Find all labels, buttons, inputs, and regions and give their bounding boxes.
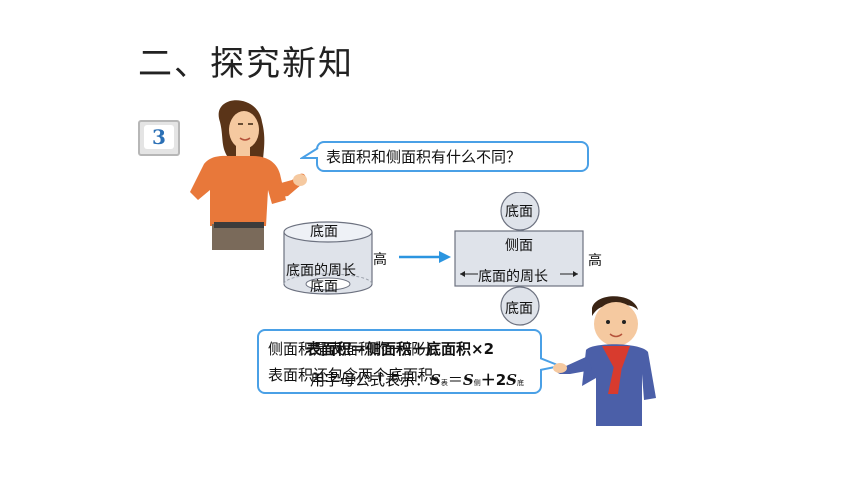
cylinder-bottom-label: 底面: [310, 279, 338, 295]
section-title: 二、探究新知: [138, 44, 354, 84]
letter-formula-prefix: 用字母公式表示：: [310, 371, 431, 389]
cylinder-side-label: 底面的周长: [286, 263, 356, 279]
answer-line-2: 表面积还包含两个底面积。: [268, 366, 449, 384]
formula-sub-side: 侧: [473, 379, 481, 387]
formula-s-side: S: [462, 371, 474, 389]
question-bubble-tail: [300, 147, 319, 159]
formula-s-total: S: [430, 371, 441, 389]
unfold-arrow-icon: [399, 251, 451, 263]
net-bottom-circle-label: 底面: [505, 301, 533, 317]
question-bubble: 表面积和侧面积有什么不同？: [316, 141, 589, 172]
question-text: 表面积和侧面积有什么不同？: [326, 148, 522, 166]
formula-sub-base: 底: [517, 379, 524, 387]
example-number-badge: 3: [138, 120, 180, 156]
formula-equals: ＝: [447, 371, 463, 389]
cylinder-height-label: 高: [373, 252, 387, 268]
net-height-label: 高: [588, 253, 602, 269]
cylinder-top-label: 底面: [310, 224, 338, 240]
answer-line-1: 侧面积是表面积的一部分，: [268, 340, 449, 358]
letter-formula-line: 用字母公式表示：S表＝S侧＋2S底: [310, 369, 524, 390]
surface-area-formula-text: 表面积＝侧面积＋底面积×2: [306, 340, 495, 358]
example-number: 3: [144, 125, 174, 149]
cylinder-diagram: [283, 221, 373, 295]
net-top-circle-label: 底面: [505, 204, 533, 220]
boy-illustration: [553, 296, 656, 426]
answer-bubble: [257, 329, 542, 394]
formula-sub-total: 表: [440, 379, 448, 387]
net-side-label: 侧面: [505, 238, 533, 254]
teacher-illustration: [190, 100, 307, 250]
net-circumference-label: 底面的周长: [478, 269, 548, 285]
cylinder-net-diagram: [454, 192, 584, 326]
formula-plus-two: ＋2: [480, 371, 507, 389]
formula-s-base: S: [506, 371, 517, 389]
